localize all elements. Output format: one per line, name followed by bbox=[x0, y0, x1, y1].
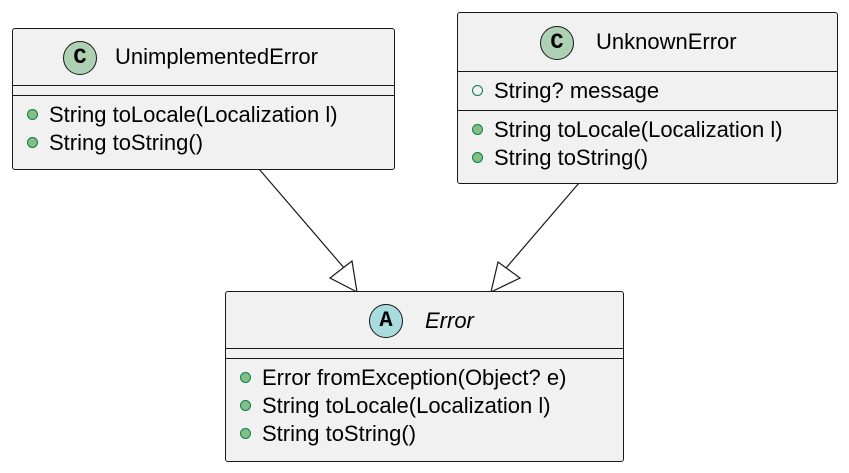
method-signature: String toString() bbox=[262, 421, 417, 446]
public-method-icon bbox=[240, 400, 251, 411]
edge-unknown-to-error bbox=[490, 182, 580, 294]
field-signature: String? message bbox=[494, 78, 660, 103]
method-signature: String toLocale(Localization l) bbox=[262, 393, 551, 418]
methods-section: Error fromException(Object? e) String to… bbox=[226, 359, 623, 453]
inheritance-arrowhead bbox=[490, 260, 522, 294]
class-header: C UnknownError bbox=[458, 13, 837, 72]
class-stereotype-icon: C bbox=[540, 26, 574, 60]
public-method-icon bbox=[472, 124, 483, 135]
public-method-icon bbox=[240, 372, 251, 383]
method-signature: String toString() bbox=[494, 145, 649, 170]
class-header: A Error bbox=[226, 292, 623, 349]
public-method-icon bbox=[240, 428, 251, 439]
class-error[interactable]: A Error Error fromException(Object? e) S… bbox=[225, 291, 624, 462]
method-signature: String toString() bbox=[49, 130, 204, 155]
fields-section bbox=[226, 349, 623, 359]
class-header: C UnimplementedError bbox=[13, 29, 394, 86]
class-name: UnknownError bbox=[596, 29, 737, 54]
method-item: String toLocale(Localization l) bbox=[240, 392, 623, 420]
class-name: Error bbox=[425, 308, 474, 333]
method-signature: String toLocale(Localization l) bbox=[49, 102, 338, 127]
method-item: String toString() bbox=[472, 144, 837, 172]
public-method-icon bbox=[472, 152, 483, 163]
public-field-icon bbox=[472, 85, 483, 96]
edge-unimplemented-to-error bbox=[258, 168, 358, 294]
method-item: String toLocale(Localization l) bbox=[27, 101, 394, 129]
public-method-icon bbox=[27, 109, 38, 120]
method-item: String toString() bbox=[240, 420, 623, 448]
method-signature: Error fromException(Object? e) bbox=[262, 365, 567, 390]
field-item: String? message bbox=[472, 77, 837, 105]
fields-section: String? message bbox=[458, 72, 837, 111]
fields-section bbox=[13, 86, 394, 96]
class-unimplemented-error[interactable]: C UnimplementedError String toLocale(Loc… bbox=[12, 28, 395, 170]
class-stereotype-icon: C bbox=[63, 41, 97, 75]
abstract-stereotype-icon: A bbox=[369, 304, 403, 338]
method-item: String toLocale(Localization l) bbox=[472, 116, 837, 144]
method-item: Error fromException(Object? e) bbox=[240, 364, 623, 392]
method-signature: String toLocale(Localization l) bbox=[494, 117, 783, 142]
class-unknown-error[interactable]: C UnknownError String? message String to… bbox=[457, 12, 838, 184]
class-name: UnimplementedError bbox=[115, 44, 318, 69]
methods-section: String toLocale(Localization l) String t… bbox=[13, 96, 394, 162]
methods-section: String toLocale(Localization l) String t… bbox=[458, 111, 837, 177]
public-method-icon bbox=[27, 137, 38, 148]
inheritance-arrowhead bbox=[328, 259, 358, 294]
method-item: String toString() bbox=[27, 129, 394, 157]
